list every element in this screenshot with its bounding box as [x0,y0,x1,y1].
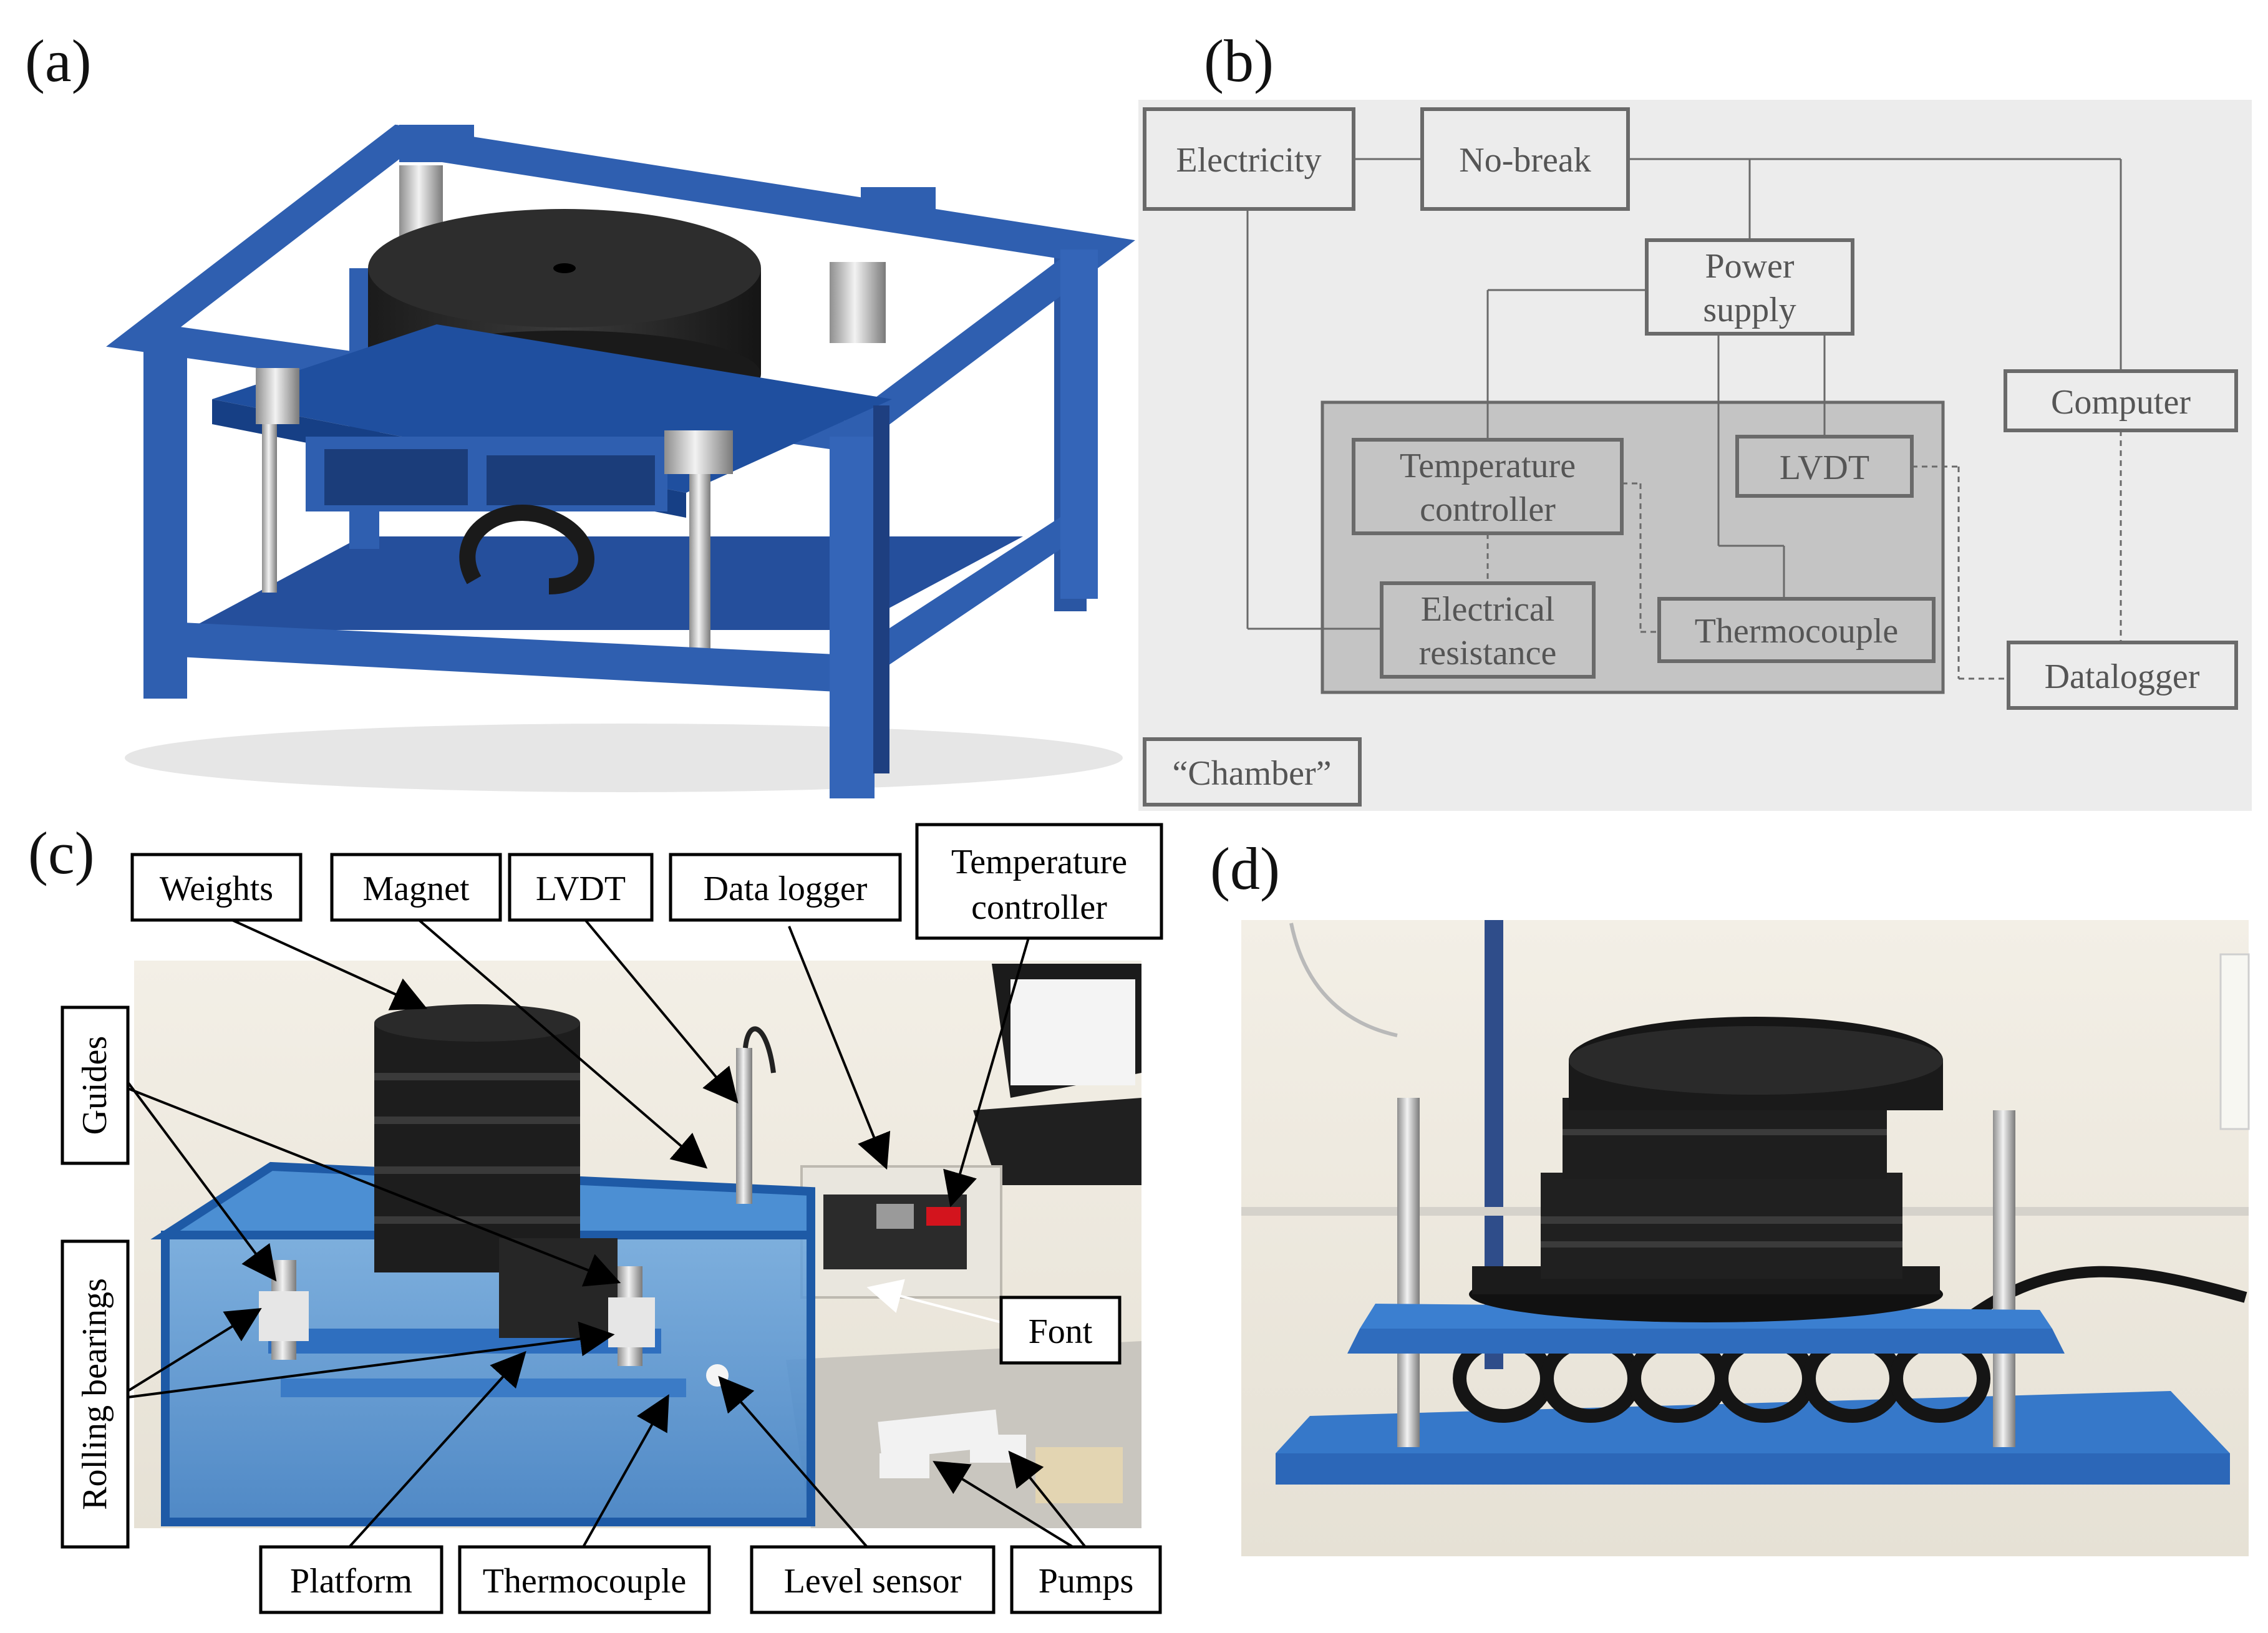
photo-bearing-left [259,1291,309,1341]
photo-bearing-right [608,1297,655,1347]
callout-thermocouple-label: Thermocouple [483,1562,687,1601]
callout-weights-label: Weights [160,870,273,908]
callout-font: Font [999,1296,1122,1365]
callout-weights: Weights [130,853,303,922]
legend-chamber: “Chamber” [1143,737,1362,807]
guide-front-left [262,424,277,593]
callout-lvdt-label: LVDT [536,870,626,908]
callout-temperature-controller-label-line1: Temperature [951,843,1127,881]
node-temperature-controller-label-line1: Temperature [1400,447,1576,485]
node-electricity-label: Electricity [1176,141,1321,180]
callout-guides-label: Guides [75,1036,114,1135]
photo-lvdt-rod [736,1048,752,1204]
callout-level-sensor: Level sensor [750,1545,996,1614]
callout-platform: Platform [259,1545,443,1614]
node-no-break-label: No-break [1459,141,1591,180]
panel-d-photo [1241,920,2250,1556]
guide-left-d [1397,1098,1420,1447]
callout-lvdt: LVDT [508,853,654,922]
node-computer: Computer [2004,369,2238,432]
node-power-supply-label-line2: supply [1703,291,1796,329]
node-electricity: Electricity [1143,107,1355,211]
connector-lines [1246,158,2122,630]
weight-stack-d [1469,1017,1943,1322]
bottom-plate [187,536,1023,630]
callout-guides: Guides [61,1005,130,1165]
photo-pump-left [880,1453,929,1478]
spring-coil [459,505,594,594]
node-electrical-resistance: Electrical resistance [1380,581,1596,679]
panel-letter-c: (c) [28,820,95,886]
callout-arrow-font [866,1279,1002,1324]
callout-arrows-c [127,913,1087,1548]
frame-leg-front-right [830,437,875,798]
callout-rolling-bearings: Rolling bearings [61,1239,130,1549]
node-datalogger: Datalogger [2007,641,2238,710]
node-lvdt: LVDT [1735,435,1914,498]
guide-right-d [1993,1110,2015,1447]
panel-b-diagram: Electricity No-break Power supply Comput… [1138,100,2252,811]
temperature-display [926,1207,961,1226]
cable [1289,923,1398,1037]
callout-data-logger-label: Data logger [704,870,868,908]
callout-pumps: Pumps [1010,1545,1162,1614]
callout-data-logger: Data logger [669,853,902,922]
node-thermocouple: Thermocouple [1657,597,1936,663]
callout-temperature-controller-label-line2: controller [971,888,1107,927]
node-lvdt-label: LVDT [1780,448,1869,487]
callout-temperature-controller: Temperature controller [915,823,1163,940]
callout-labels-c: Weights Magnet LVDT Data logger Temperat… [61,823,1163,1614]
guide-front-right [689,474,710,649]
node-temperature-controller-label-line2: controller [1420,490,1556,529]
bearing-front-left [256,368,299,424]
node-electrical-resistance-label-line2: resistance [1419,634,1557,672]
photo-pump-right [970,1435,1026,1463]
callout-magnet-label: Magnet [362,870,470,908]
platform-box-profile [306,437,667,511]
node-no-break: No-break [1420,107,1630,211]
panel-letter-d: (d) [1210,835,1280,902]
frame-leg-front-left [143,337,187,699]
frame-leg-right [1060,250,1098,599]
panel-a-render [106,100,1135,798]
node-power-supply: Power supply [1645,238,1854,336]
callout-rolling-bearings-label: Rolling bearings [75,1278,114,1510]
callout-font-label: Font [1029,1312,1093,1351]
node-power-supply-label-line1: Power [1705,247,1794,286]
base-plate [1276,1453,2230,1485]
panel-c-photo [134,961,1141,1528]
node-temperature-controller: Temperature controller [1352,438,1624,535]
callout-thermocouple: Thermocouple [458,1545,711,1614]
callout-pumps-label: Pumps [1039,1562,1134,1601]
node-datalogger-label: Datalogger [2045,657,2200,696]
keyboard [973,1098,1141,1185]
node-electrical-resistance-label-line1: Electrical [1421,590,1555,629]
bearing-front-right [664,430,733,474]
panel-letter-a: (a) [25,27,92,94]
node-thermocouple-label: Thermocouple [1695,612,1899,651]
legend-chamber-label: “Chamber” [1173,754,1332,793]
callout-magnet: Magnet [330,853,502,922]
panel-letter-b: (b) [1204,27,1274,94]
node-computer-label: Computer [2051,383,2191,422]
callout-level-sensor-label: Level sensor [784,1562,962,1601]
callout-platform-label: Platform [290,1562,412,1601]
dashed-signal-lines [1486,430,2122,680]
upper-platform-d [1347,1329,2065,1354]
front-lower-rail [143,493,1098,692]
bearing-top-right [830,262,886,343]
